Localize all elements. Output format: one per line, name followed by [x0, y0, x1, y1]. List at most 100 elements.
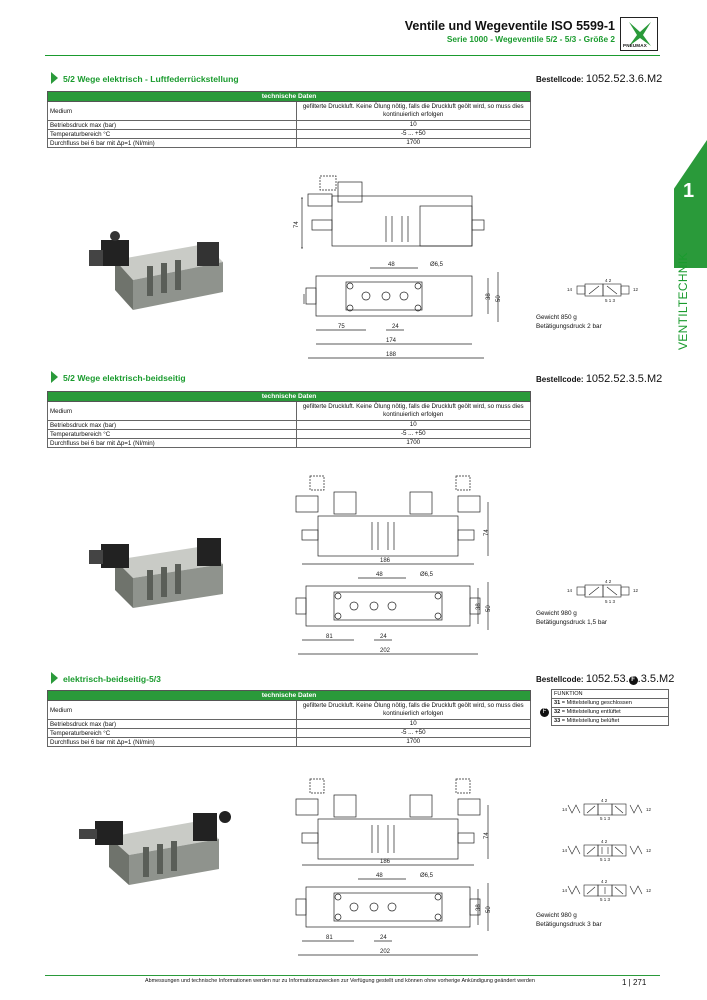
svg-text:14: 14	[567, 287, 573, 292]
svg-text:50: 50	[496, 295, 502, 302]
svg-text:202: 202	[380, 949, 391, 955]
svg-text:4 2: 4 2	[605, 278, 612, 283]
pressure-text: Betätigungsdruck 3 bar	[536, 921, 602, 928]
svg-text:188: 188	[386, 352, 397, 358]
svg-text:4 2: 4 2	[601, 798, 608, 803]
spec-note: Gewicht 850 g Betätigungsdruck 2 bar	[536, 313, 602, 331]
row-value: 10	[295, 120, 531, 130]
header-rule	[45, 55, 660, 56]
page-title: Ventile und Wegeventile ISO 5599-1	[404, 19, 615, 33]
svg-text:Ø6,5: Ø6,5	[430, 262, 444, 268]
table-row: Temperaturbereich °C-5 ... +50	[47, 728, 531, 738]
weight-text: Gewicht 980 g	[536, 912, 577, 919]
page-ref: 271	[632, 978, 647, 987]
svg-text:50: 50	[486, 906, 492, 913]
valve-photo	[89, 538, 223, 608]
svg-text:5 1 3: 5 1 3	[600, 857, 611, 862]
row-key: Medium	[47, 700, 297, 720]
valve-symbol-33-icon: 14 12 4 2 5 1 3	[562, 879, 652, 902]
valve-photo	[79, 811, 231, 885]
svg-text:48: 48	[376, 572, 383, 578]
function-row: 31 = Mittelstellung geschlossen	[551, 698, 669, 708]
section-title: 5/2 Wege elektrisch-beidseitig	[63, 373, 186, 383]
svg-text:186: 186	[380, 558, 391, 564]
order-code: Bestellcode: 1052.52.3.6.M2	[536, 73, 662, 85]
chapter-label: VENTILTECHNIK	[676, 252, 690, 350]
row-key: Temperaturbereich °C	[47, 728, 297, 738]
table-row: Durchfluss bei 6 bar mit Δp=1 (Nl/min)17…	[47, 138, 531, 148]
pressure-text: Betätigungsdruck 2 bar	[536, 323, 602, 330]
row-key: Betriebsdruck max (bar)	[47, 120, 297, 130]
row-key: Medium	[47, 101, 297, 121]
order-code-value-b: .3.5.M2	[637, 673, 675, 685]
svg-text:38: 38	[476, 904, 482, 911]
table-row: Betriebsdruck max (bar)10	[47, 420, 531, 430]
svg-text:14: 14	[567, 588, 573, 593]
svg-text:14: 14	[562, 848, 568, 853]
svg-text:4 2: 4 2	[601, 879, 608, 884]
table-row: Temperaturbereich °C-5 ... +50	[47, 129, 531, 139]
tech-data-header: technische Daten	[47, 91, 531, 102]
tech-data-header: technische Daten	[47, 391, 531, 402]
dimension-drawing: 74 186 48 Ø6,5 38 50 81 24 202	[295, 778, 492, 956]
svg-text:38: 38	[486, 293, 492, 300]
valve-symbol-31-icon: 14 12 4 2 5 1 3	[562, 798, 652, 821]
row-value: gefilterte Druckluft. Keine Ölung nötig,…	[295, 101, 531, 121]
row-key: Medium	[47, 401, 297, 421]
spec-note: Gewicht 980 g Betätigungsdruck 3 bar	[536, 911, 602, 929]
svg-text:81: 81	[326, 935, 333, 941]
row-value: -5 ... +50	[295, 429, 531, 439]
svg-text:12: 12	[633, 287, 639, 292]
function-table: FUNKTION 31 = Mittelstellung geschlossen…	[551, 689, 669, 726]
svg-text:74: 74	[484, 832, 490, 839]
table-row: Betriebsdruck max (bar)10	[47, 719, 531, 729]
row-key: Durchfluss bei 6 bar mit Δp=1 (Nl/min)	[47, 737, 297, 747]
svg-text:74: 74	[484, 529, 490, 536]
svg-text:186: 186	[380, 859, 391, 865]
footer-rule	[45, 975, 660, 976]
row-key: Durchfluss bei 6 bar mit Δp=1 (Nl/min)	[47, 138, 297, 148]
row-value: 1700	[295, 737, 531, 747]
row-value: 10	[295, 719, 531, 729]
function-row: 33 = Mittelstellung belüftet	[551, 716, 669, 726]
svg-text:12: 12	[646, 848, 652, 853]
order-code-label: Bestellcode:	[536, 75, 584, 84]
svg-text:12: 12	[633, 588, 639, 593]
chapter-number: 1	[683, 180, 695, 202]
weight-text: Gewicht 980 g	[536, 610, 577, 617]
function-circle: F	[540, 708, 549, 717]
svg-text:48: 48	[376, 873, 383, 879]
tech-data-header: technische Daten	[47, 690, 531, 701]
svg-text:202: 202	[380, 648, 391, 654]
page-subtitle: Serie 1000 - Wegeventile 5/2 - 5/3 - Grö…	[446, 34, 615, 44]
row-value: gefilterte Druckluft. Keine Ölung nötig,…	[295, 401, 531, 421]
order-code-value-a: 1052.53.	[585, 673, 629, 685]
footer-note: Abmessungen und technische Informationen…	[145, 978, 535, 984]
spec-note: Gewicht 980 g Betätigungsdruck 1,5 bar	[536, 609, 607, 627]
valve-symbol-icon: 14 12 4 2 5 1 3	[567, 579, 639, 604]
row-value: gefilterte Druckluft. Keine Ölung nötig,…	[295, 700, 531, 720]
row-key: Betriebsdruck max (bar)	[47, 420, 297, 430]
table-row: Temperaturbereich °C-5 ... +50	[47, 429, 531, 439]
valve-photo	[89, 231, 223, 310]
weight-text: Gewicht 850 g	[536, 314, 577, 321]
svg-text:14: 14	[562, 807, 568, 812]
svg-text:50: 50	[486, 605, 492, 612]
order-code-label: Bestellcode:	[536, 375, 584, 384]
order-code-label: Bestellcode:	[536, 675, 584, 684]
order-code: Bestellcode: 1052.53.F.3.5.M2	[536, 673, 674, 685]
valve-symbol-32-icon: 14 12 4 2 5 1 3	[562, 839, 652, 862]
svg-text:14: 14	[562, 888, 568, 893]
svg-text:74: 74	[294, 221, 300, 228]
svg-text:5 1 3: 5 1 3	[605, 298, 616, 303]
row-value: 1700	[295, 438, 531, 448]
svg-text:38: 38	[476, 603, 482, 610]
row-key: Durchfluss bei 6 bar mit Δp=1 (Nl/min)	[47, 438, 297, 448]
table-row: Durchfluss bei 6 bar mit Δp=1 (Nl/min)17…	[47, 438, 531, 448]
function-circle: F	[628, 676, 638, 685]
svg-text:5 1 3: 5 1 3	[605, 599, 616, 604]
svg-text:5 1 3: 5 1 3	[600, 816, 611, 821]
